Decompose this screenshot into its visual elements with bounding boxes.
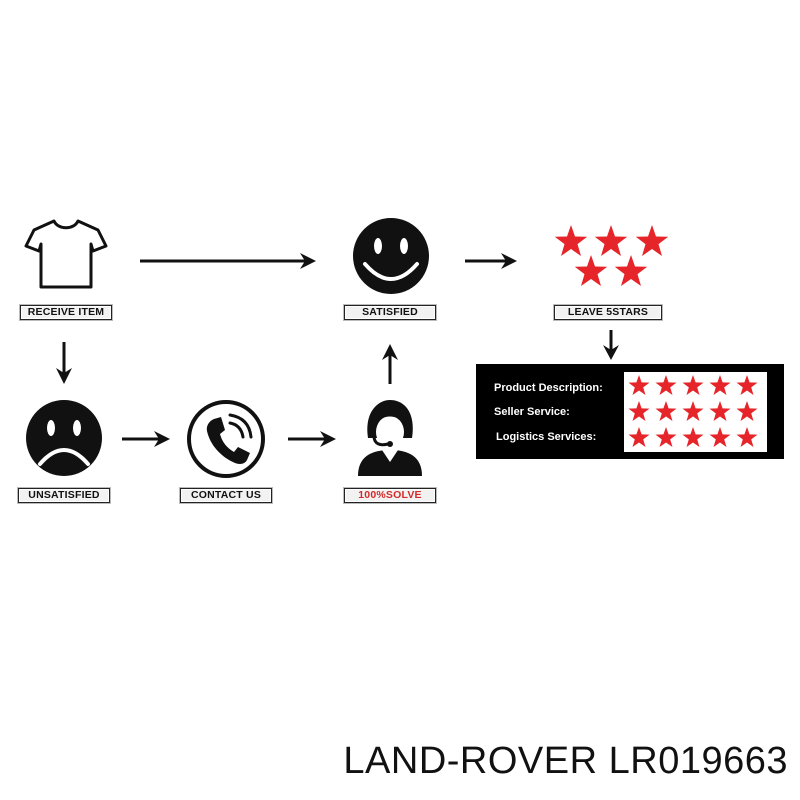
satisfied-label: SATISFIED [344, 305, 436, 320]
contact-us-label: CONTACT US [180, 488, 272, 503]
rating-star-icon [682, 375, 704, 395]
arrow-right-contact [122, 430, 170, 448]
arrow-right-agent [288, 430, 336, 448]
rating-stars-box [624, 372, 767, 452]
support-agent-icon [354, 398, 426, 478]
rating-label-seller: Seller Service: [494, 406, 570, 418]
smiley-happy-icon [351, 216, 431, 296]
rating-star-icon [628, 401, 650, 421]
rating-star-icon [628, 375, 650, 395]
rating-star-icon [736, 427, 758, 447]
rating-stars-product [627, 374, 759, 398]
rating-star-icon [709, 427, 731, 447]
stars-icon [552, 224, 672, 292]
rating-stars-seller [627, 400, 759, 424]
arrow-down-panel [602, 330, 620, 360]
leave-stars-label: LEAVE 5STARS [554, 305, 662, 320]
rating-star-icon [682, 427, 704, 447]
rating-panel: Product Description: Seller Service: Log… [476, 364, 784, 459]
tshirt-icon [24, 218, 108, 290]
rating-star-icon [655, 375, 677, 395]
unsatisfied-label: UNSATISFIED [18, 488, 110, 503]
phone-icon [186, 399, 266, 479]
arrow-right-long [140, 252, 316, 270]
rating-star-icon [628, 427, 650, 447]
rating-star-icon [655, 401, 677, 421]
smiley-sad-icon [24, 398, 104, 478]
rating-stars-logistics [627, 426, 759, 450]
rating-star-icon [655, 427, 677, 447]
rating-star-icon [709, 401, 731, 421]
arrow-down-unsatisfied [55, 342, 73, 384]
solve-label: 100%SOLVE [344, 488, 436, 503]
arrow-up-satisfied [381, 344, 399, 384]
footer-part-number: LAND-ROVER LR019663 [343, 740, 788, 782]
rating-star-icon [736, 401, 758, 421]
rating-label-product: Product Description: [494, 382, 603, 394]
rating-label-logistics: Logistics Services: [496, 431, 597, 443]
rating-star-icon [709, 375, 731, 395]
rating-star-icon [736, 375, 758, 395]
rating-star-icon [682, 401, 704, 421]
arrow-right-stars [465, 252, 517, 270]
receive-item-label: RECEIVE ITEM [20, 305, 112, 320]
